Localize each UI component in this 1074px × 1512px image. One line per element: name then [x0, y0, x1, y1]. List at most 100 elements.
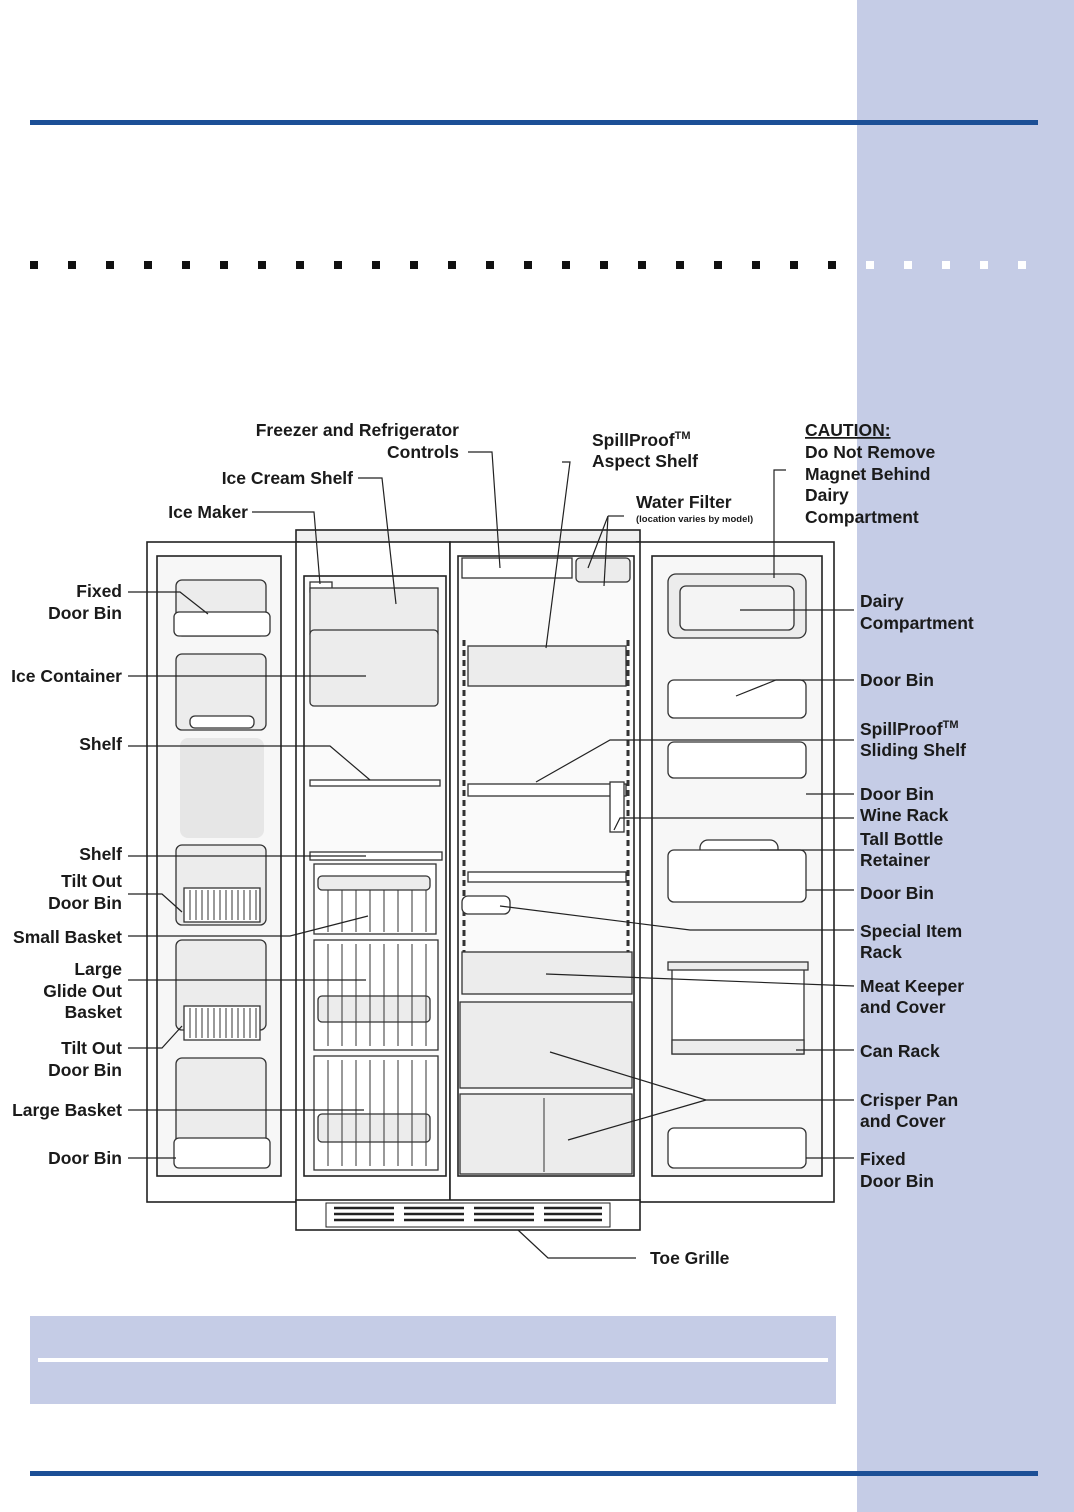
water-filter-housing — [575, 557, 631, 583]
divider-square — [106, 261, 114, 269]
door-bin-r3 — [667, 849, 807, 903]
leader-lines — [128, 451, 855, 1259]
note-divider — [38, 1358, 828, 1362]
spillproof-aspect-shelf — [467, 645, 627, 687]
left-door-parts — [173, 579, 271, 1169]
label-tilt-out-2b: Door Bin — [48, 1060, 122, 1080]
freezer-parts — [309, 581, 443, 1171]
divider-square — [790, 261, 798, 269]
label-water-filter: Water Filter — [636, 492, 732, 512]
spillproof-sliding-shelf — [467, 783, 627, 797]
large-glide-out-basket — [313, 939, 439, 1051]
divider-square — [258, 261, 266, 269]
label-meat-keeper-2: and Cover — [860, 997, 946, 1017]
divider-square — [752, 261, 760, 269]
label-door-bin-r2: Door Bin — [860, 784, 934, 804]
label-tilt-out-1a: Tilt Out — [61, 871, 122, 891]
label-toe-grille: Toe Grille — [650, 1248, 730, 1268]
label-tall-bottle-2: Retainer — [860, 850, 930, 870]
fixed-door-bin-bottom-right — [667, 1127, 807, 1169]
divider-square — [30, 261, 38, 269]
label-fixed-door-bin-bottom-1: Fixed — [860, 1149, 906, 1169]
divider-square — [714, 261, 722, 269]
label-large-glide-2: Glide Out — [43, 981, 122, 1001]
divider-square — [448, 261, 456, 269]
divider-square — [296, 261, 304, 269]
label-dairy-1: Dairy — [860, 591, 904, 611]
divider-square — [372, 261, 380, 269]
label-special-item-1: Special Item — [860, 921, 962, 941]
label-water-filter-note: (location varies by model) — [636, 514, 753, 525]
divider-square — [334, 261, 342, 269]
control-panel — [461, 557, 573, 579]
label-crisper-2: and Cover — [860, 1111, 946, 1131]
sidebar-band — [857, 0, 1074, 1512]
label-large-basket: Large Basket — [12, 1100, 122, 1120]
label-small-basket: Small Basket — [13, 927, 122, 947]
divider-square — [486, 261, 494, 269]
crisper-pan-upper — [459, 1001, 633, 1089]
door-bin-r2 — [667, 741, 807, 779]
label-fixed-door-bin-top-1: Fixed — [76, 581, 122, 601]
divider-square — [676, 261, 684, 269]
label-fixed-door-bin-top-2: Door Bin — [48, 603, 122, 623]
label-tilt-out-1b: Door Bin — [48, 893, 122, 913]
label-caution-3: Dairy — [805, 485, 849, 505]
divider-square — [638, 261, 646, 269]
top-rule — [30, 120, 1038, 125]
large-basket — [313, 1055, 439, 1171]
label-crisper-1: Crisper Pan — [860, 1090, 958, 1110]
right-door-parts — [667, 573, 809, 1169]
divider-square — [600, 261, 608, 269]
label-fixed-door-bin-bottom-2: Door Bin — [860, 1171, 934, 1191]
crisper-pan-lower — [459, 1093, 633, 1175]
label-door-bin-r3: Door Bin — [860, 883, 934, 903]
ice-cream-shelf — [309, 587, 439, 635]
divider-square — [1018, 261, 1026, 269]
label-sliding-shelf: Sliding Shelf — [860, 740, 966, 760]
label-aspect-shelf: Aspect Shelf — [592, 451, 698, 471]
divider-square — [144, 261, 152, 269]
ice-container — [309, 629, 439, 707]
divider-square — [220, 261, 228, 269]
label-tall-bottle-1: Tall Bottle — [860, 829, 944, 849]
label-ice-container: Ice Container — [11, 666, 122, 686]
divider-square — [980, 261, 988, 269]
fridge-shelf-3 — [467, 871, 627, 883]
label-dairy-2: Compartment — [860, 613, 974, 633]
label-ice-maker: Ice Maker — [168, 502, 248, 522]
door-shadow-area — [180, 738, 264, 838]
label-freezer-controls-2: Controls — [387, 442, 459, 462]
dotted-divider — [30, 261, 1040, 269]
divider-square — [828, 261, 836, 269]
label-caution-2: Magnet Behind — [805, 464, 930, 484]
callout-labels: Freezer and Refrigerator Controls Ice Cr… — [11, 420, 974, 1268]
label-shelf-1: Shelf — [79, 734, 122, 754]
door-bin-r1 — [667, 679, 807, 719]
label-door-bin-left: Door Bin — [48, 1148, 122, 1168]
label-special-item-2: Rack — [860, 942, 902, 962]
label-ice-cream-shelf: Ice Cream Shelf — [222, 468, 353, 488]
label-shelf-2: Shelf — [79, 844, 122, 864]
label-caution-title: CAUTION: — [805, 420, 891, 440]
toe-grille-part — [295, 1199, 641, 1231]
label-spillproof-sliding: SpillProofTM — [860, 719, 959, 739]
fridge-parts — [459, 557, 633, 1175]
divider-square — [942, 261, 950, 269]
upper-bin — [175, 653, 267, 731]
divider-square — [410, 261, 418, 269]
label-caution-4: Compartment — [805, 507, 919, 527]
divider-square — [68, 261, 76, 269]
label-meat-keeper-1: Meat Keeper — [860, 976, 964, 996]
label-large-glide-3: Basket — [65, 1002, 123, 1022]
label-caution-1: Do Not Remove — [805, 442, 936, 462]
label-can-rack: Can Rack — [860, 1041, 940, 1061]
toe-grille-slots — [334, 1206, 602, 1222]
divider-square — [904, 261, 912, 269]
divider-square — [524, 261, 532, 269]
special-item-rack — [461, 895, 511, 915]
label-freezer-controls-1: Freezer and Refrigerator — [256, 420, 459, 440]
label-large-glide-1: Large — [74, 959, 122, 979]
label-door-bin-r1: Door Bin — [860, 670, 934, 690]
